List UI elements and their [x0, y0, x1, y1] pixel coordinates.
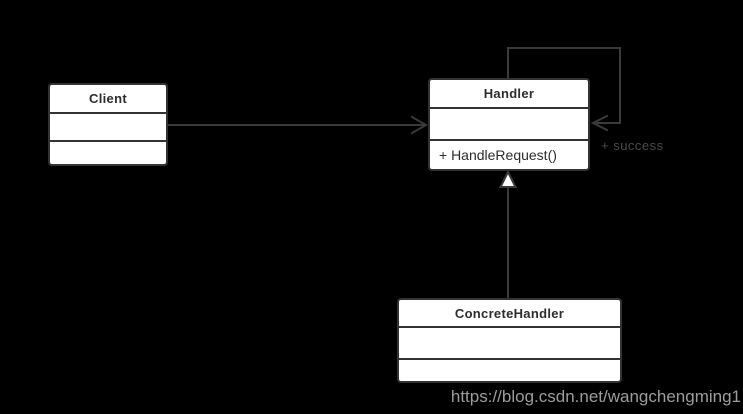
self-association-label: + success: [601, 138, 664, 153]
class-title-client: Client: [89, 91, 127, 106]
handler-method-handlerequest: + HandleRequest(): [439, 147, 557, 163]
generalization-concretehandler-handler-edge: [498, 169, 518, 299]
class-title-handler: Handler: [483, 86, 535, 101]
class-box-handler: Handler + HandleRequest(): [428, 78, 590, 171]
concretehandler-attributes-compartment: [399, 326, 620, 358]
class-box-client: Client: [48, 83, 168, 166]
client-methods-compartment: [50, 140, 166, 164]
generalization-triangle-icon: [498, 169, 518, 188]
watermark-url: https://blog.csdn.net/wangchengming1: [450, 387, 741, 406]
client-attributes-compartment: [50, 112, 166, 140]
class-title-concretehandler: ConcreteHandler: [454, 305, 565, 321]
handler-methods-compartment: + HandleRequest(): [430, 139, 588, 169]
class-box-concretehandler: ConcreteHandler: [397, 298, 622, 383]
association-client-handler-edge: [167, 115, 429, 135]
concretehandler-methods-compartment: [399, 358, 620, 381]
handler-attributes-compartment: [430, 107, 588, 139]
